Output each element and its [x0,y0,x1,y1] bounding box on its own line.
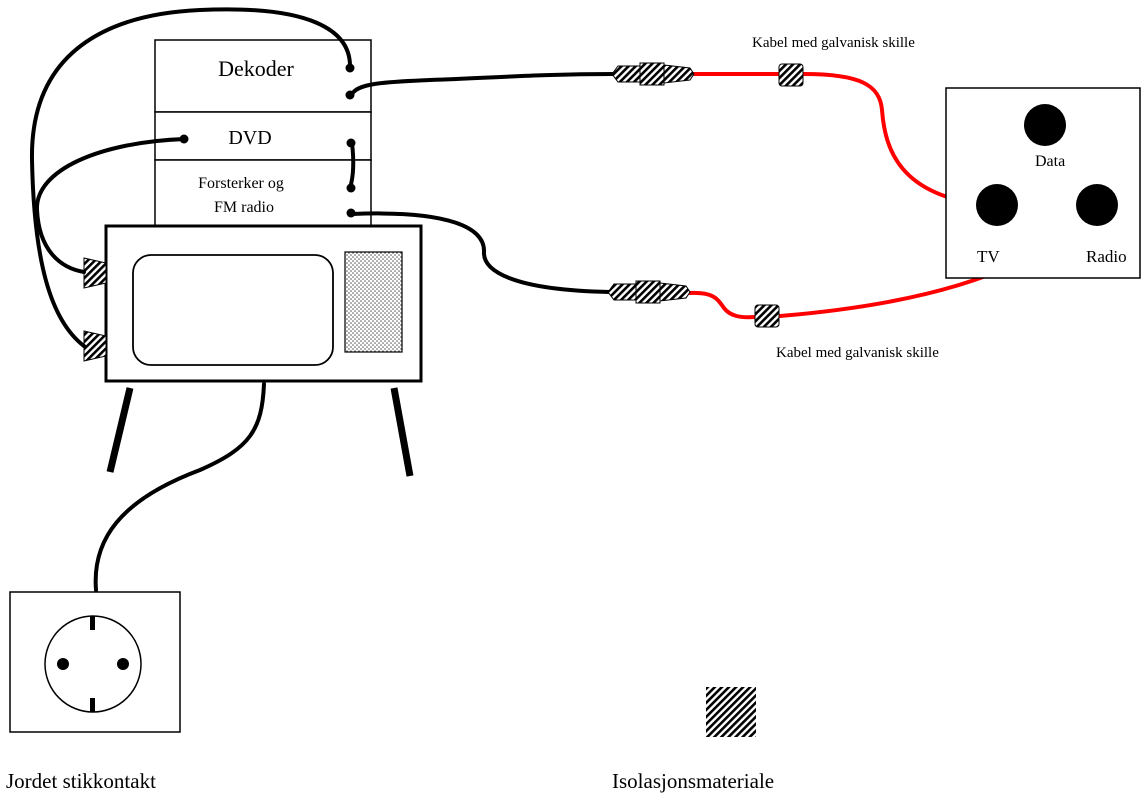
socket-pin-right [117,658,129,670]
socket-label: Jordet stikkontakt [6,769,156,793]
dvd-box [154,111,372,161]
radio-port [1076,184,1118,226]
ground-clip-bottom [90,698,95,712]
grounded-socket [9,591,181,733]
galvanic-isolator-bottom [607,280,780,328]
tv-connector-upper [83,257,107,289]
isolator-small-bottom [754,304,780,328]
data-port [1024,104,1066,146]
antenna-wall-outlet: Data TV Radio [945,87,1141,279]
dvd-port-left [179,134,189,144]
tv-port-label: TV [977,247,1000,266]
cable-label-bottom: Kabel med galvanisk skille [776,345,939,361]
galvanic-isolator-top [611,62,804,87]
dvd-label: DVD [228,127,271,149]
forsterker-port-1 [346,183,356,193]
legend-hatch-swatch [706,687,756,737]
cable-dekoder-to-tv-lower [29,7,352,348]
legend-label: Isolasjonsmateriale [612,769,774,793]
cable-label-top: Kabel med galvanisk skille [752,35,915,51]
red-cable-top-b [802,72,987,207]
forsterker-label-line1: Forsterker og [198,175,284,192]
device-stack: Dekoder DVD Forsterker og FM radio [154,39,372,227]
connection-points [179,63,356,218]
data-port-label: Data [1035,153,1065,170]
red-cable-bottom-a [688,290,757,320]
dekoder-port-1 [345,63,355,73]
cable-forsterker-to-decoupler [350,211,612,294]
forsterker-label-line2: FM radio [214,199,274,216]
cable-dvd-to-tv-upper [34,137,187,274]
tv-speaker-grille [344,251,403,353]
tv-leg-right [390,387,414,477]
ground-clip-top [90,616,95,630]
tv-screen [132,254,334,366]
forsterker-port-2 [346,208,356,218]
tv-connector-lower [83,330,107,362]
socket-pin-left [57,658,69,670]
tv-leg-left [106,387,134,473]
black-cables [29,7,617,592]
dekoder-label: Dekoder [218,56,294,81]
dekoder-port-2 [345,90,355,100]
dvd-port-right [346,138,356,148]
cable-tv-to-socket [93,382,266,592]
tv-port [976,184,1018,226]
forsterker-box [154,159,372,227]
dekoder-box [154,39,372,113]
radio-port-label: Radio [1086,247,1127,266]
cable-dekoder-to-decoupler [350,72,617,96]
tv-set [83,224,423,477]
isolator-small-top [778,63,804,87]
